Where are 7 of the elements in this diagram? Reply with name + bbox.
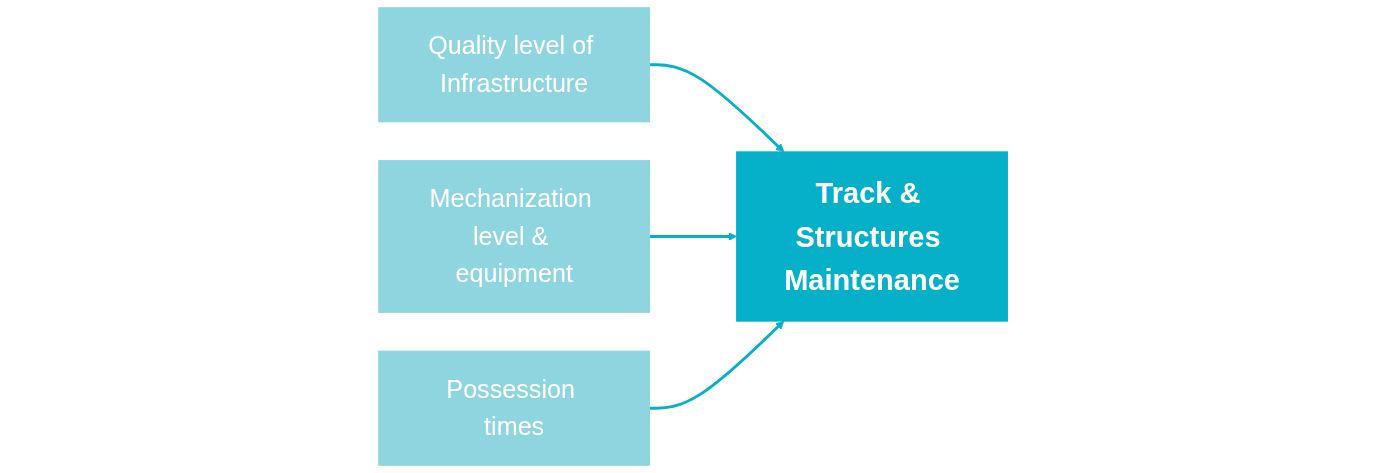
node-box: Possession times xyxy=(378,350,651,466)
node-box: Mechanization level & equipment xyxy=(378,160,651,313)
node-box: Track & Structures Maintenance xyxy=(736,151,1009,322)
node-box: Quality level of Infrastructure xyxy=(378,7,651,123)
arrow xyxy=(649,63,785,153)
arrow xyxy=(649,320,785,410)
arrow xyxy=(649,232,738,241)
